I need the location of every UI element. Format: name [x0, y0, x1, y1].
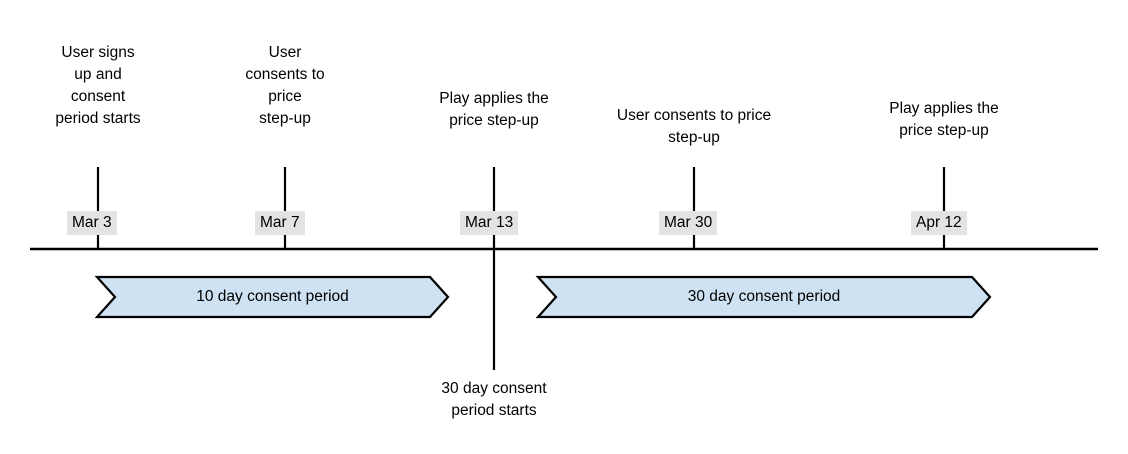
date-chip-mar-13: Mar 13	[460, 211, 519, 235]
event-label-mar-30: User consents to price step-up	[616, 107, 772, 146]
date-chip-apr-12: Apr 12	[911, 211, 967, 235]
date-chip-mar-30: Mar 30	[659, 211, 718, 235]
band-label-10-day: 10 day consent period	[196, 288, 349, 305]
band-10-day-shape	[94, 275, 450, 319]
event-label-mar-13: Play applies the price step-up	[439, 90, 549, 129]
band-label-30-day: 30 day consent period	[687, 288, 841, 305]
band-30-day-shape	[535, 275, 992, 319]
event-label-mar-7: User consents to price step-up	[245, 44, 325, 127]
event-label-apr-12: Play applies the price step-up	[889, 100, 999, 139]
event-label-mar-3: User signs up and consent period starts	[55, 44, 141, 127]
date-chip-mar-7: Mar 7	[255, 211, 305, 235]
below-note-30-day-consent-start: 30 day consent period starts	[441, 380, 547, 419]
date-chip-mar-3: Mar 3	[67, 211, 117, 235]
